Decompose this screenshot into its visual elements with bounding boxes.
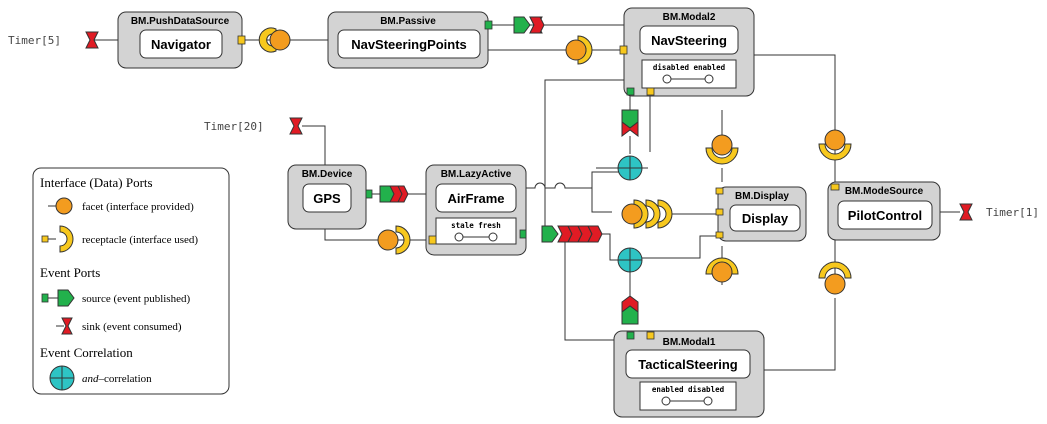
sink-icon (289, 117, 303, 135)
component-navigator[interactable]: BM.PushDataSource Navigator (117, 11, 246, 69)
mode-labels: stale fresh (451, 221, 501, 230)
facet-icon (55, 197, 73, 215)
legend-sink: sink (event consumed) (82, 321, 182, 333)
component-navsteeringpoints[interactable]: BM.Passive NavSteeringPoints (327, 11, 493, 69)
timer-label: Timer[20] (204, 120, 264, 133)
receptacle-icon (818, 261, 852, 279)
component-name: NavSteering (651, 33, 727, 48)
receptacle-icon (395, 225, 411, 255)
facet-icon (565, 39, 587, 61)
component-type: BM.Device (302, 169, 353, 180)
source-port (484, 20, 493, 30)
source-icon (541, 225, 559, 243)
and-correlation-icon (617, 155, 643, 181)
component-airframe[interactable]: BM.LazyActive AirFrame stale fresh (425, 164, 527, 256)
source-icon (513, 16, 531, 34)
mode-labels: disabled enabled (653, 63, 725, 72)
facet-icon (824, 273, 846, 295)
component-type: BM.Display (735, 191, 789, 202)
component-type: BM.PushDataSource (131, 16, 230, 27)
receptacle-icon (633, 199, 673, 229)
component-name: AirFrame (447, 191, 504, 206)
source-icon (57, 289, 75, 307)
legend-source: source (event published) (82, 293, 190, 305)
component-name: GPS (313, 191, 341, 206)
facet-icon (377, 229, 399, 251)
sink-icon (959, 203, 973, 221)
legend-and-correlation: and–correlation (82, 373, 152, 385)
component-gps[interactable]: BM.Device GPS (287, 164, 367, 230)
sink-icon (61, 317, 73, 335)
component-name: Navigator (151, 37, 211, 52)
receptacle-port (237, 35, 246, 45)
mode-labels: enabled disabled (652, 385, 724, 394)
component-name: Display (742, 211, 789, 226)
legend-facet: facet (interface provided) (82, 201, 194, 213)
component-type: BM.Modal1 (663, 337, 716, 348)
receptacle-icon (59, 225, 74, 253)
component-tacticalsteering[interactable]: BM.Modal1 TacticalSteering enabled disab… (613, 330, 765, 418)
component-type: BM.LazyActive (441, 169, 512, 180)
timer-label: Timer[5] (8, 34, 61, 47)
timer-label: Timer[1] (986, 206, 1039, 219)
receptacle-icon (818, 143, 852, 161)
component-name: TacticalSteering (638, 357, 738, 372)
legend-correlation-title: Event Correlation (40, 345, 133, 360)
component-name: PilotControl (848, 208, 922, 223)
facet-icon (711, 134, 733, 156)
receptacle-icon (705, 147, 739, 165)
component-navsteering[interactable]: BM.Modal2 NavSteering disabled enabled (619, 7, 755, 97)
component-display[interactable]: BM.Display Display (715, 186, 807, 242)
and-correlation-icon (49, 365, 75, 391)
component-type: BM.Passive (380, 16, 436, 27)
legend-event-title: Event Ports (40, 265, 100, 280)
legend-interface-title: Interface (Data) Ports (40, 175, 153, 190)
component-type: BM.Modal2 (663, 12, 716, 23)
facet-icon (711, 261, 733, 283)
facet-icon (824, 129, 846, 151)
component-pilotcontrol[interactable]: BM.ModeSource PilotControl (827, 181, 941, 241)
legend: Interface (Data) Ports facet (interface … (32, 167, 230, 395)
component-name: NavSteeringPoints (351, 37, 467, 52)
and-correlation-icon (617, 247, 643, 273)
facet-icon (621, 203, 643, 225)
component-type: BM.ModeSource (845, 186, 924, 197)
facet-icon (269, 29, 291, 51)
legend-receptacle: receptacle (interface used) (82, 234, 198, 246)
